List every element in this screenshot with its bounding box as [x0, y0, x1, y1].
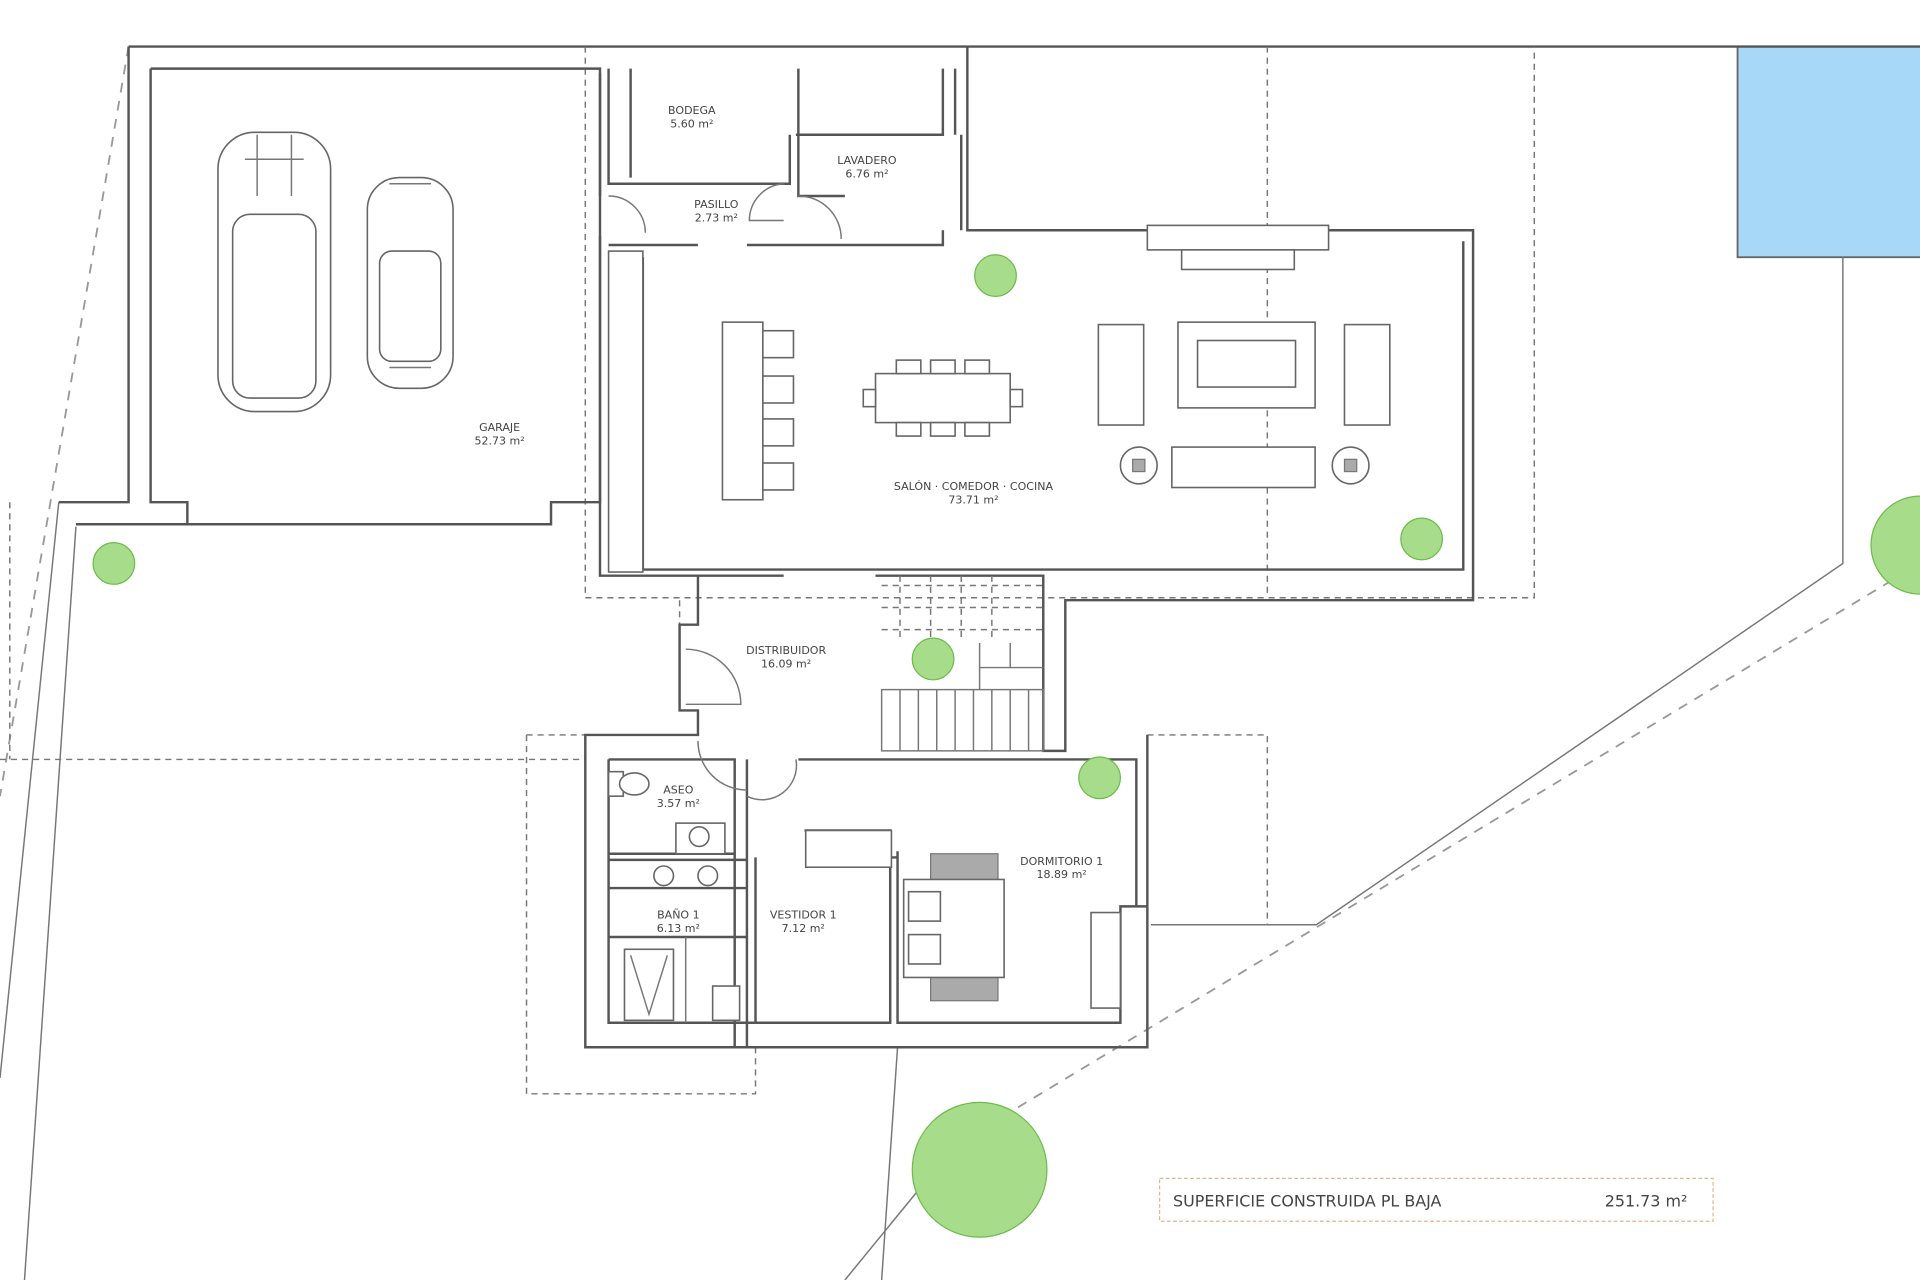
room-area: 2.73 m² — [695, 212, 738, 225]
room-name: BAÑO 1 — [657, 909, 700, 922]
room-name: GARAJE — [479, 421, 520, 434]
surface-summary: SUPERFICIE CONSTRUIDA PL BAJA 251.73 m² — [1158, 1177, 1714, 1222]
summary-label: SUPERFICIE CONSTRUIDA PL BAJA — [1173, 1192, 1441, 1211]
svg-text:VESTIDOR 17.12 m²: VESTIDOR 17.12 m² — [770, 909, 837, 935]
vegetation — [92, 254, 1920, 1238]
room-area: 6.76 m² — [845, 168, 888, 181]
room-area: 16.09 m² — [761, 658, 811, 671]
svg-text:BAÑO 16.13 m²: BAÑO 16.13 m² — [657, 909, 700, 935]
pool — [1736, 45, 1920, 259]
dining-table — [874, 372, 1011, 424]
room-area: 6.13 m² — [657, 922, 700, 935]
summary-value: 251.73 m² — [1605, 1192, 1688, 1211]
room-area: 3.57 m² — [657, 797, 700, 810]
cars — [217, 131, 454, 413]
room-name: DORMITORIO 1 — [1020, 855, 1103, 868]
room-area: 5.60 m² — [670, 117, 713, 130]
room-name: DISTRIBUIDOR — [746, 644, 826, 657]
room-area: 7.12 m² — [782, 922, 825, 935]
room-area: 18.89 m² — [1037, 868, 1087, 881]
room-name: ASEO — [663, 784, 693, 797]
svg-text:DORMITORIO 118.89 m²: DORMITORIO 118.89 m² — [1020, 855, 1103, 881]
room-name: SALÓN · COMEDOR · COCINA — [894, 480, 1054, 493]
room-area: 52.73 m² — [475, 435, 525, 448]
sofa — [1097, 323, 1145, 426]
room-name: VESTIDOR 1 — [770, 909, 837, 922]
room-name: PASILLO — [694, 198, 739, 211]
room-name: LAVADERO — [837, 154, 897, 167]
walls — [58, 46, 1475, 1049]
furniture — [607, 224, 1391, 1022]
room-area: 73.71 m² — [948, 493, 998, 506]
room-name: BODEGA — [668, 104, 716, 117]
